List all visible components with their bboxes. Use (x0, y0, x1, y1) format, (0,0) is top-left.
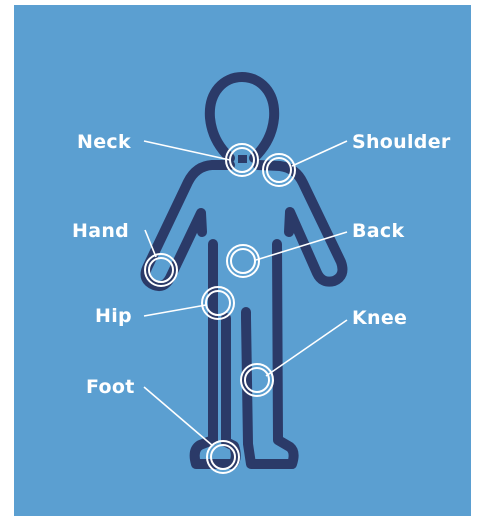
figure-right-leg (246, 244, 294, 464)
figure-left-leg (195, 244, 236, 464)
hip-leader-line (144, 305, 206, 316)
human-figure-outline (146, 77, 343, 464)
back-label: Back (352, 220, 404, 242)
foot-leader-line (144, 387, 213, 446)
neck-marker (226, 144, 258, 176)
figure-head (210, 77, 274, 158)
back-marker (227, 245, 259, 277)
hip-label: Hip (95, 305, 132, 327)
hand-label: Hand (72, 220, 129, 242)
knee-marker (241, 364, 273, 396)
shoulder-leader-line (292, 141, 347, 166)
foot-marker (207, 441, 239, 473)
knee-label: Knee (352, 307, 407, 329)
hand-marker (145, 254, 177, 286)
shoulder-label: Shoulder (352, 131, 451, 153)
neck-label: Neck (77, 131, 131, 153)
foot-label: Foot (86, 376, 135, 398)
